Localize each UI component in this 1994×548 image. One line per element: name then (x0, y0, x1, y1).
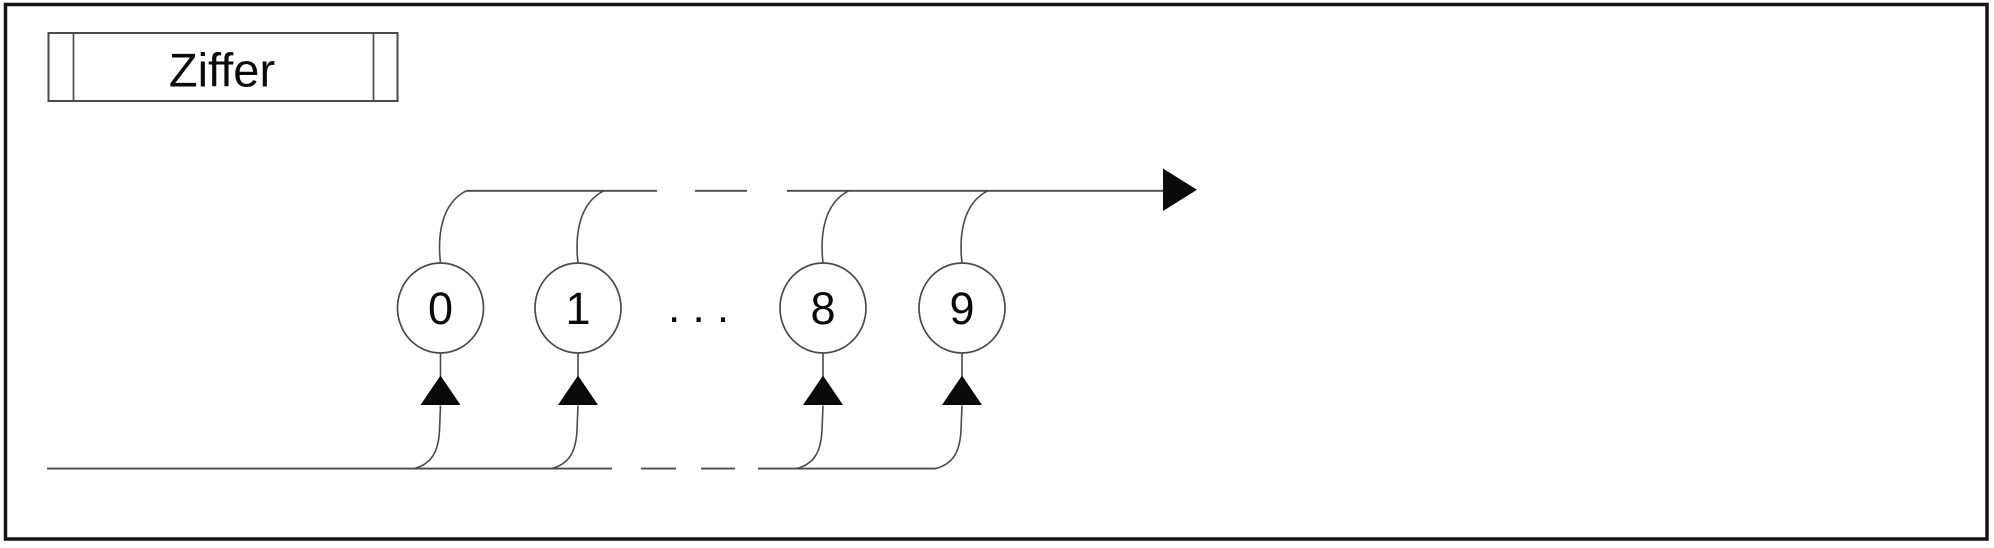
entry-arrow-icon (558, 375, 598, 405)
exit-arrow-icon (1163, 168, 1197, 211)
digit-node-0: 0 (396, 190, 485, 470)
ellipsis-dots: . . . (668, 283, 729, 332)
entry-arrow-icon (942, 375, 982, 405)
entry-arrow-icon (420, 375, 461, 405)
entry-arrow-icon (803, 375, 843, 405)
node-top-connector (438, 190, 467, 264)
node-label: 9 (949, 283, 974, 334)
diagram-title: Ziffer (169, 44, 275, 97)
top-rail (466, 168, 1197, 211)
digit-node-1: 1 (534, 190, 622, 470)
node-top-connector (821, 190, 849, 264)
node-top-connector (960, 190, 988, 264)
title-box-rect (47, 32, 399, 102)
node-tail (413, 405, 442, 470)
node-tail (796, 405, 824, 470)
digit-node-9: 9 (918, 190, 1006, 470)
node-tail (551, 405, 579, 470)
node-label: 8 (810, 283, 835, 334)
digit-node-8: 8 (779, 190, 867, 470)
node-label: 0 (428, 283, 453, 334)
node-tail (935, 405, 963, 470)
outer-frame (3, 2, 1989, 541)
title-box: Ziffer (47, 32, 399, 102)
node-top-connector (576, 190, 604, 264)
node-label: 1 (565, 283, 590, 334)
